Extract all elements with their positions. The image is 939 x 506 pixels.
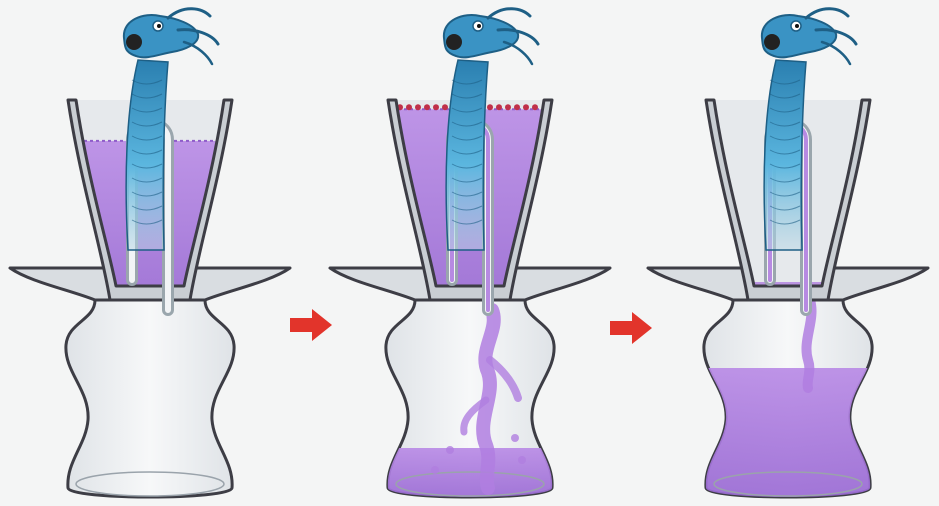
dragon-mouth bbox=[446, 34, 462, 50]
right-arrow-icon bbox=[610, 312, 652, 344]
cup-panel-3 bbox=[648, 9, 928, 500]
cup-panel-2 bbox=[330, 9, 610, 500]
overflow-bubble bbox=[406, 104, 412, 110]
overflow-bubble bbox=[433, 104, 439, 110]
lower-vessel bbox=[66, 300, 234, 497]
right-arrow-icon bbox=[290, 309, 332, 341]
dragon-horn bbox=[168, 9, 210, 18]
dragon-neck bbox=[126, 60, 168, 250]
cup-panel-1 bbox=[10, 9, 290, 497]
splash-drop bbox=[431, 466, 439, 474]
dragon-head-icon bbox=[762, 9, 856, 64]
overflow-bubble bbox=[424, 104, 430, 110]
overflow-bubble bbox=[487, 104, 493, 110]
overflow-bubble bbox=[514, 104, 520, 110]
splash-drop bbox=[518, 456, 526, 464]
overflow-bubble bbox=[496, 104, 502, 110]
dragon-neck bbox=[446, 60, 488, 250]
dragon-horn bbox=[806, 9, 848, 18]
dragon-pupil bbox=[477, 24, 481, 28]
dragon-horn bbox=[488, 9, 530, 18]
overflow-bubble bbox=[505, 104, 511, 110]
dragon-mouth bbox=[764, 34, 780, 50]
dragon-mouth bbox=[126, 34, 142, 50]
splash-drop bbox=[446, 446, 454, 454]
dragon-neck bbox=[764, 60, 806, 250]
overflow-bubble bbox=[532, 104, 538, 110]
overflow-bubble bbox=[442, 104, 448, 110]
lower-liquid bbox=[380, 448, 560, 500]
splash-drop bbox=[511, 434, 519, 442]
overflow-bubble bbox=[523, 104, 529, 110]
dragon-pupil bbox=[795, 24, 799, 28]
dragon-pupil bbox=[157, 24, 161, 28]
dragon-head-icon bbox=[124, 9, 218, 64]
lower-liquid bbox=[698, 368, 878, 500]
dragon-head-icon bbox=[444, 9, 538, 64]
overflow-bubble bbox=[415, 104, 421, 110]
